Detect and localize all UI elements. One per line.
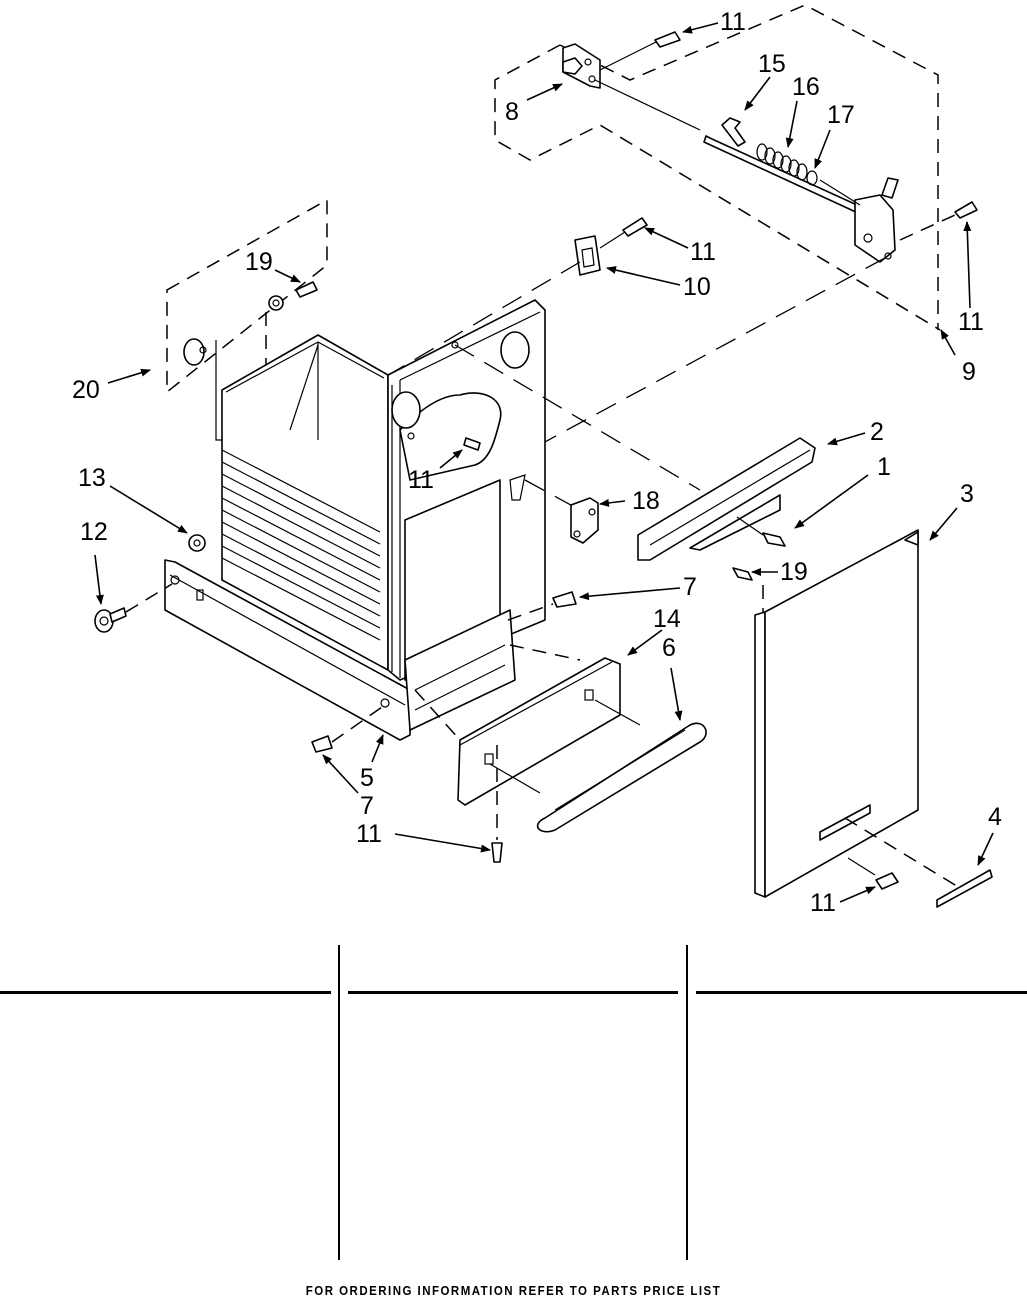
part-19-washer-screw [268, 281, 318, 311]
callout-19-door: 19 [751, 558, 808, 586]
callout-3: 3 [929, 480, 974, 541]
svg-text:4: 4 [988, 803, 1002, 831]
svg-text:11: 11 [356, 820, 382, 848]
svg-text:11: 11 [408, 466, 434, 494]
part-11-screw-bottom [491, 842, 503, 863]
svg-text:14: 14 [653, 605, 681, 633]
parts-list-table [0, 940, 1027, 1260]
part-10-strike-plate [574, 235, 601, 276]
part-4-trim-insert [936, 869, 993, 908]
latch-bracket [854, 177, 899, 263]
callout-11-top: 11 [682, 8, 746, 36]
callout-6: 6 [662, 634, 683, 721]
column-divider-1 [338, 945, 340, 1260]
callout-17: 17 [814, 101, 855, 169]
cabinet-ribs [221, 449, 381, 641]
part-18-hinge-bracket [570, 497, 599, 544]
callout-11-strike: 11 [644, 227, 716, 266]
svg-text:16: 16 [792, 73, 820, 101]
part-13-nut [188, 534, 206, 552]
callout-11-cutaway: 11 [408, 449, 463, 494]
svg-text:18: 18 [632, 487, 660, 515]
callout-11-door: 11 [810, 886, 876, 917]
exploded-parts-diagram: 11 8 15 16 17 11 10 11 9 19 20 11 2 1 3 [72, 4, 1002, 917]
part-11-screw-door [875, 872, 899, 890]
callouts: 11 8 15 16 17 11 10 11 9 19 20 11 2 1 3 [72, 8, 1002, 917]
svg-text:11: 11 [720, 8, 746, 36]
svg-text:7: 7 [683, 573, 697, 601]
hinge-assembly-group-boundary [494, 4, 941, 331]
callout-13: 13 [78, 464, 188, 534]
svg-text:11: 11 [810, 889, 836, 917]
svg-text:10: 10 [683, 273, 711, 301]
part-17-clip [806, 170, 818, 186]
svg-text:5: 5 [360, 764, 374, 792]
callout-14: 14 [627, 605, 681, 656]
callout-7-lower: 7 [322, 754, 374, 820]
part-11-screw-cutaway [463, 437, 481, 451]
callout-5: 5 [360, 734, 384, 792]
callout-11-right: 11 [958, 221, 984, 336]
callout-15: 15 [744, 50, 786, 111]
part-5-base-rail [164, 559, 411, 741]
column-2-header-rule [348, 991, 678, 994]
callout-18: 18 [599, 487, 660, 515]
part-6-handle [536, 722, 707, 833]
svg-text:20: 20 [72, 376, 100, 404]
callout-16: 16 [785, 73, 820, 148]
svg-text:19: 19 [780, 558, 808, 586]
part-11-screw-top [654, 31, 681, 48]
ordering-info-footer: FOR ORDERING INFORMATION REFER TO PARTS … [305, 1284, 722, 1298]
callout-11-bottom: 11 [356, 820, 491, 853]
svg-text:11: 11 [690, 238, 716, 266]
svg-text:17: 17 [827, 101, 855, 129]
svg-text:7: 7 [360, 792, 374, 820]
part-16-spring [756, 143, 808, 181]
callout-2: 2 [827, 418, 884, 446]
column-3-header-rule [696, 991, 1027, 994]
part-7-screw-lower [311, 735, 333, 753]
svg-text:12: 12 [80, 518, 108, 546]
part-1-screw [762, 532, 786, 547]
svg-text:8: 8 [505, 98, 519, 126]
callout-12: 12 [80, 518, 108, 605]
part-19-screw-door [732, 567, 753, 581]
svg-text:2: 2 [870, 418, 884, 446]
callout-4: 4 [977, 803, 1002, 866]
column-divider-2 [686, 945, 688, 1260]
column-1-header-rule [0, 991, 331, 994]
cabinet-bottom-support [404, 609, 516, 731]
cabinet-frame [221, 299, 546, 681]
part-20-group-boundary [166, 198, 328, 394]
svg-text:13: 13 [78, 464, 106, 492]
callout-8: 8 [505, 83, 563, 126]
svg-text:11: 11 [958, 308, 984, 336]
callout-7-upper: 7 [579, 573, 697, 601]
callout-19-top: 19 [245, 248, 301, 283]
callout-9: 9 [940, 329, 976, 386]
svg-text:19: 19 [245, 248, 273, 276]
part-12-leveling-foot [94, 607, 127, 633]
svg-text:1: 1 [877, 453, 891, 481]
callout-10: 10 [606, 266, 711, 301]
callout-20: 20 [72, 368, 151, 404]
part-3-door-panel [754, 529, 919, 898]
part-7-screw-upper [552, 591, 577, 608]
part-8-hinge-bracket [562, 43, 601, 89]
part-2-top-trim [637, 437, 816, 561]
part-20-bumper [183, 338, 207, 366]
svg-text:15: 15 [758, 50, 786, 78]
svg-text:6: 6 [662, 634, 676, 662]
callout-1: 1 [794, 453, 891, 529]
part-11-screw-right [954, 201, 978, 219]
svg-text:3: 3 [960, 480, 974, 508]
svg-text:9: 9 [962, 358, 976, 386]
part-11-screw-strike [622, 217, 648, 237]
